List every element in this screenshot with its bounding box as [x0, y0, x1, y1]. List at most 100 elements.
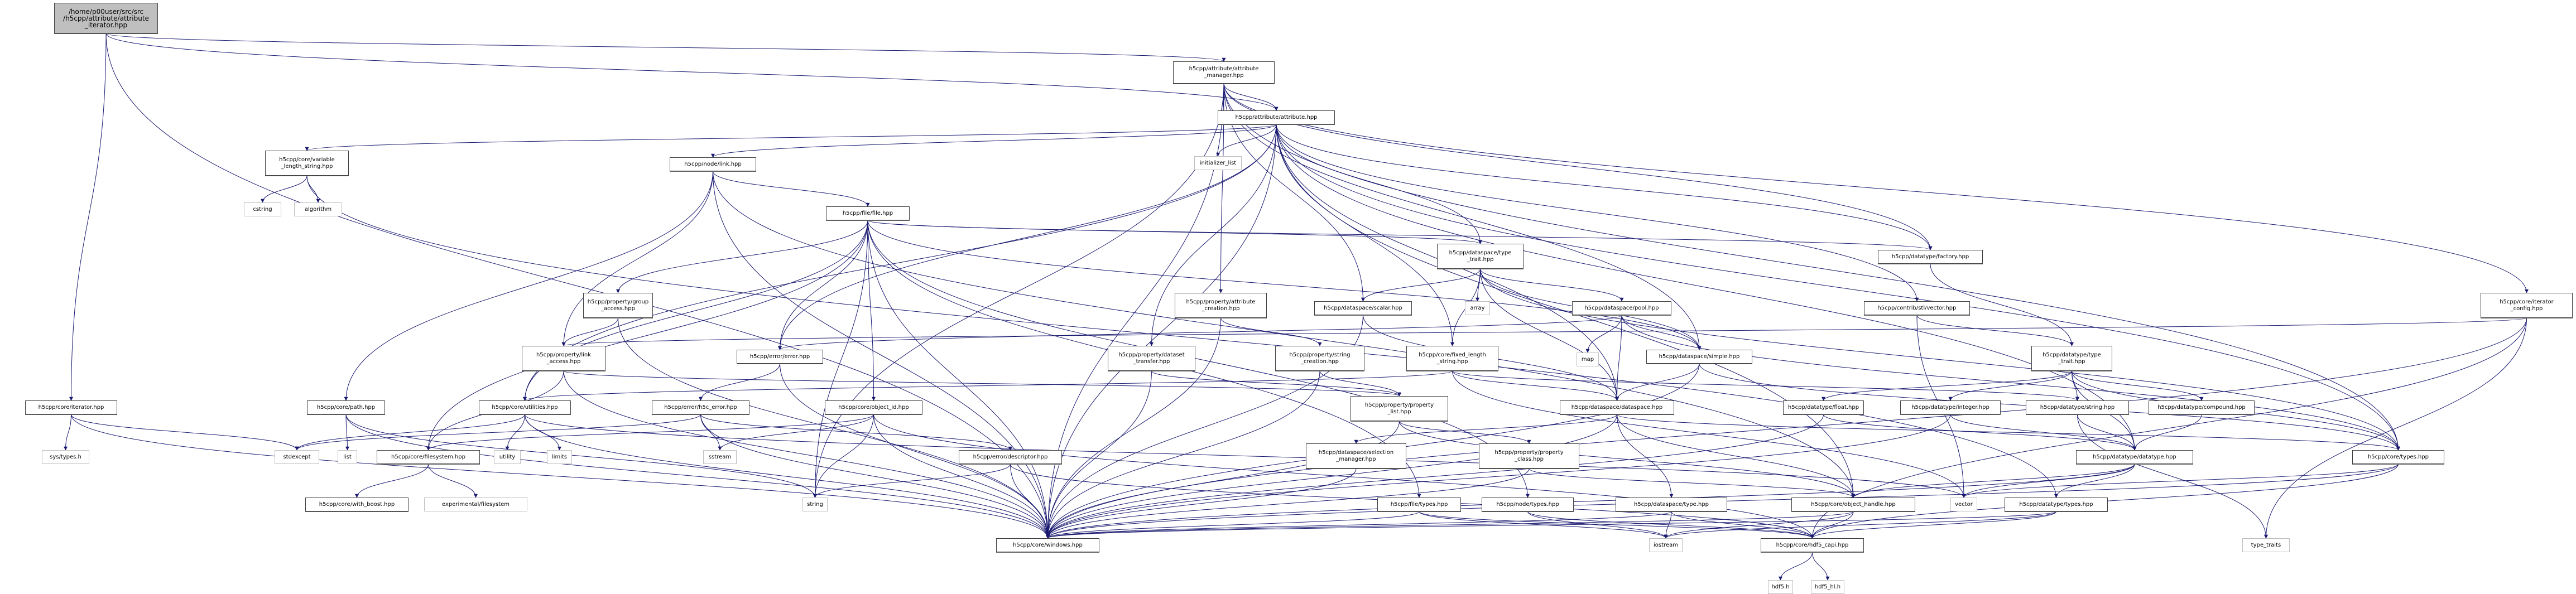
edge-dt-string-to-datatype: [2077, 414, 2137, 451]
edge-utilities-to-windows: [525, 414, 1050, 539]
graph-node-datatype[interactable]: h5cpp/datatype/datatype.hpp: [2076, 450, 2193, 464]
graph-node-fixed-len[interactable]: h5cpp/core/fixed_length _string.hpp: [1406, 346, 1498, 371]
graph-node-sel-manager[interactable]: h5cpp/dataspace/selection _manager.hpp: [1306, 443, 1406, 469]
graph-node-hdf5-capi[interactable]: h5cpp/core/hdf5_capi.hpp: [1761, 538, 1864, 552]
graph-node-map: map: [1577, 352, 1599, 366]
edge-link-to-windows: [713, 171, 1050, 539]
edge-error-to-windows: [780, 363, 1050, 539]
edge-dataspace-to-core-types: [1617, 414, 2400, 451]
edge-dset-transfer-to-prop-list: [1151, 370, 1401, 397]
edge-attr-to-stl-vector: [1276, 124, 1919, 302]
edge-attr-mgr-to-iter-config: [1223, 83, 2529, 293]
edge-dt-float-to-datatype: [1823, 414, 2137, 451]
graph-node-link-access[interactable]: h5cpp/property/link _access.hpp: [522, 346, 605, 371]
edge-prop-list-to-object-handle: [1399, 421, 1856, 498]
graph-node-ds-type[interactable]: h5cpp/dataspace/type.hpp: [1616, 498, 1727, 511]
graph-node-node-types[interactable]: h5cpp/node/types.hpp: [1482, 498, 1574, 511]
edge-object-id-to-hdf5-capi: [873, 414, 1814, 539]
edge-core-types-to-vector: [1962, 463, 2399, 498]
graph-node-error[interactable]: h5cpp/error/error.hpp: [737, 350, 823, 364]
graph-node-dt-compound[interactable]: h5cpp/datatype/compound.hpp: [2149, 400, 2255, 414]
graph-node-varlen[interactable]: h5cpp/core/variable _length_string.hpp: [265, 151, 349, 176]
edge-link-access-to-windows: [563, 370, 1050, 539]
edge-hdf5-capi-to-hdf5hl: [1812, 552, 1830, 581]
graph-node-hdf5h: hdf5.h: [1768, 580, 1793, 594]
graph-node-dataspace[interactable]: h5cpp/dataspace/dataspace.hpp: [1560, 400, 1674, 414]
edge-descriptor-to-windows: [1010, 463, 1050, 539]
graph-node-file[interactable]: h5cpp/file/file.hpp: [826, 206, 910, 220]
graph-node-dt-factory[interactable]: h5cpp/datatype/factory.hpp: [1878, 250, 1983, 264]
edge-link-to-object-handle: [713, 171, 1856, 498]
graph-node-descriptor[interactable]: h5cpp/error/descriptor.hpp: [959, 450, 1062, 464]
graph-node-stdexcept: stdexcept: [275, 450, 319, 464]
graph-node-type-traits: type_traits: [2242, 538, 2290, 552]
graph-node-object-id[interactable]: h5cpp/core/object_id.hpp: [825, 400, 922, 414]
edge-h5c-error-to-windows: [700, 414, 1050, 539]
edge-attr-to-init-list: [1216, 124, 1277, 157]
edge-iterator-to-windows: [71, 414, 1050, 539]
graph-node-utilities[interactable]: h5cpp/core/utilities.hpp: [479, 400, 571, 414]
graph-node-attr-creation[interactable]: h5cpp/property/attribute _creation.hpp: [1175, 293, 1267, 318]
graph-node-pool[interactable]: h5cpp/dataspace/pool.hpp: [1572, 301, 1671, 315]
graph-node-array: array: [1465, 301, 1490, 315]
edge-root-to-attr: [105, 33, 1279, 111]
edge-object-handle-to-iostream: [1664, 511, 1854, 539]
graph-node-dt-float[interactable]: h5cpp/datatype/float.hpp: [1783, 400, 1864, 414]
edge-attr-creation-to-string-creation: [1220, 317, 1322, 346]
graph-node-root[interactable]: /home/p00user/src/src /h5cpp/attribute/a…: [54, 3, 158, 33]
edge-string-creation-to-windows: [1046, 370, 1320, 539]
graph-node-attr-mgr[interactable]: h5cpp/attribute/attribute _manager.hpp: [1173, 61, 1275, 84]
graph-node-windows[interactable]: h5cpp/core/windows.hpp: [996, 538, 1099, 552]
graph-node-dt-type-trait[interactable]: h5cpp/datatype/type _trait.hpp: [2031, 346, 2112, 371]
graph-node-core-types[interactable]: h5cpp/core/types.hpp: [2352, 450, 2444, 464]
graph-node-dset-transfer[interactable]: h5cpp/property/dataset _transfer.hpp: [1108, 346, 1195, 371]
edge-file-to-error: [778, 220, 868, 350]
graph-node-h5c-error[interactable]: h5cpp/error/h5c_error.hpp: [652, 400, 749, 414]
edge-iterator-to-systypes: [64, 414, 71, 451]
graph-node-dt-integer[interactable]: h5cpp/datatype/integer.hpp: [1900, 400, 2001, 414]
edge-file-types-to-hdf5-capi: [1419, 511, 1814, 539]
edge-dataspace-to-sel-manager: [1354, 414, 1617, 444]
edge-node-types-to-iostream: [1527, 511, 1668, 539]
graph-node-scalar[interactable]: h5cpp/dataspace/scalar.hpp: [1314, 301, 1412, 315]
edge-iter-config-to-hdf5-capi: [1810, 317, 2527, 539]
graph-node-dt-types[interactable]: h5cpp/datatype/types.hpp: [2005, 498, 2108, 511]
graph-node-iterator[interactable]: h5cpp/core/iterator.hpp: [25, 400, 117, 414]
edge-dt-string-to-type-traits: [2077, 414, 2268, 539]
graph-node-iter-config[interactable]: h5cpp/core/iterator _config.hpp: [2481, 293, 2573, 318]
graph-node-stl-vector[interactable]: h5cpp/contrib/stl/vector.hpp: [1864, 301, 1970, 315]
graph-node-attr[interactable]: h5cpp/attribute/attribute.hpp: [1218, 110, 1335, 124]
edge-iter-config-to-type-traits: [2264, 317, 2527, 539]
graph-node-type-trait[interactable]: h5cpp/dataspace/type _trait.hpp: [1437, 244, 1524, 269]
edge-descriptor-to-string: [813, 463, 1011, 498]
graph-node-path[interactable]: h5cpp/core/path.hpp: [307, 400, 385, 414]
edge-file-to-windows: [867, 220, 1050, 539]
graph-node-prop-list[interactable]: h5cpp/property/property _list.hpp: [1351, 396, 1448, 421]
graph-node-dt-string[interactable]: h5cpp/datatype/string.hpp: [2026, 400, 2129, 414]
edge-node-types-to-hdf5-capi: [1527, 511, 1814, 539]
graph-node-link[interactable]: h5cpp/node/link.hpp: [670, 157, 756, 171]
graph-node-group-access[interactable]: h5cpp/property/group _access.hpp: [583, 293, 653, 318]
graph-node-string-creation[interactable]: h5cpp/property/string _creation.hpp: [1275, 346, 1364, 371]
graph-node-with-boost[interactable]: h5cpp/core/with_boost.hpp: [305, 498, 408, 511]
graph-node-filesystem[interactable]: h5cpp/core/filesystem.hpp: [377, 450, 480, 464]
edge-simple-to-dataspace: [1615, 363, 1700, 401]
edge-filesystem-to-with-boost: [355, 463, 429, 498]
graph-node-prop-class[interactable]: h5cpp/property/property _class.hpp: [1479, 443, 1579, 469]
edge-type-trait-to-pool: [1480, 268, 1624, 302]
edge-path-to-list: [345, 414, 349, 451]
edge-iter-config-to-link-access: [562, 317, 2527, 346]
graph-node-exp-fs: experimental/filesystem: [424, 498, 527, 511]
edge-attr-to-fixed-len: [1276, 124, 1454, 346]
edge-utilities-to-vector: [525, 414, 1966, 498]
edge-pool-to-map: [1585, 315, 1622, 353]
edge-root-to-attr-mgr: [105, 33, 1225, 62]
graph-node-simple[interactable]: h5cpp/dataspace/simple.hpp: [1646, 350, 1752, 364]
edge-attr-mgr-to-attr: [1223, 83, 1279, 111]
edge-ds-type-to-windows: [1046, 511, 1672, 539]
graph-node-object-handle[interactable]: h5cpp/core/object_handle.hpp: [1791, 498, 1915, 511]
graph-node-file-types[interactable]: h5cpp/file/types.hpp: [1377, 498, 1461, 511]
edge-attr-to-varlen: [305, 124, 1277, 151]
edge-datatype-to-object-handle: [1851, 463, 2135, 498]
edge-type-trait-to-scalar: [1361, 268, 1481, 302]
